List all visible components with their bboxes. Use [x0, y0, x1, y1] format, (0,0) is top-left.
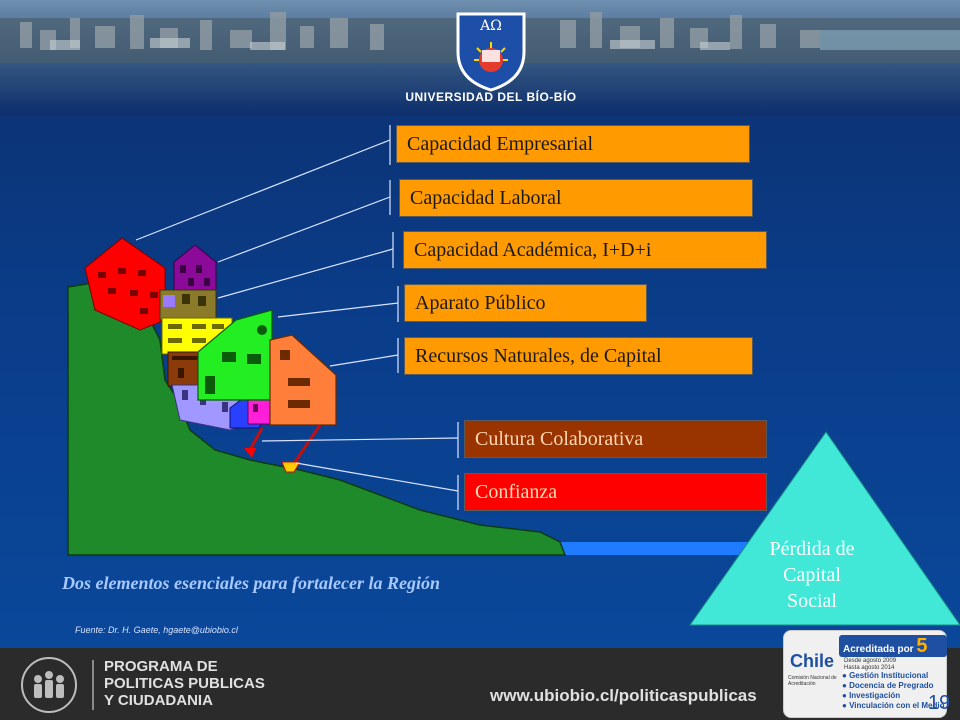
source-note: Fuente: Dr. H. Gaete, hgaete@ubiobio.cl	[75, 625, 238, 635]
accreditation-years-word: años	[843, 666, 867, 677]
prop-base-right	[281, 461, 301, 473]
program-logo	[21, 657, 77, 713]
prop-base-left	[244, 448, 256, 458]
program-website-link[interactable]: www.ubiobio.cl/politicaspublicas	[490, 686, 757, 705]
triangle-label: Pérdida de Capital Social	[762, 536, 862, 614]
program-title-line1: PROGRAMA DE	[104, 658, 218, 675]
page-number: 19	[928, 692, 951, 714]
program-title: PROGRAMA DE POLITICAS PUBLICAS Y CIUDADA…	[104, 658, 265, 709]
triangle-label-line1: Pérdida de	[769, 538, 855, 560]
accreditation-item: ● Investigación	[842, 691, 901, 700]
accreditation-badge: Acreditada por 5 años Desde agosto 2009 …	[783, 630, 947, 718]
cna-logo-subtitle: Comisión Nacional de Acreditación	[788, 675, 837, 687]
accreditation-item-label: Docencia de Pregrado	[849, 681, 934, 690]
accreditation-areas: ● Gestión Institucional ● Docencia de Pr…	[842, 671, 945, 711]
accreditation-item: ● Docencia de Pregrado	[842, 681, 934, 690]
accreditation-item: ● Gestión Institucional	[842, 671, 929, 680]
water-strip	[555, 542, 760, 555]
capacity-box-confianza: Confianza	[464, 473, 767, 511]
accreditation-years: 5	[916, 635, 928, 657]
connector-line-7	[295, 462, 459, 492]
connector-line-2	[217, 196, 391, 263]
accreditation-header-text: Acreditada por	[843, 644, 914, 655]
connector-line-3	[217, 248, 394, 299]
house-magenta	[247, 397, 271, 425]
accreditation-date-to: Hasta agosto 2014	[844, 665, 895, 671]
accreditation-dates: Desde agosto 2009 Hasta agosto 2014	[844, 658, 896, 672]
capacity-box-aparato-publico: Aparato Público	[404, 284, 647, 322]
cna-chile-logo: Chile	[790, 651, 834, 672]
connector-line-1	[135, 139, 391, 241]
triangle-label-line2: Capital	[783, 564, 841, 586]
accreditation-header: Acreditada por 5 años	[839, 635, 947, 677]
accreditation-item-label: Vinculación con el Medio	[849, 701, 945, 710]
connector-line-5	[329, 354, 399, 367]
triangle-label-line3: Social	[787, 590, 837, 612]
cna-logo-text: Chile	[790, 651, 835, 671]
connector-line-6	[261, 437, 459, 442]
accreditation-date-from: Desde agosto 2009	[844, 658, 897, 664]
capacity-box-recursos-naturales: Recursos Naturales, de Capital	[404, 337, 753, 375]
program-title-line3: Y CIUDADANIA	[104, 692, 213, 709]
accreditation-item-label: Investigación	[849, 691, 901, 700]
capacity-box-empresarial: Capacidad Empresarial	[396, 125, 750, 163]
connector-line-4	[277, 302, 399, 318]
social-capital-triangle	[689, 431, 960, 626]
university-name: UNIVERSIDAD DEL BÍO-BÍO	[405, 90, 577, 104]
accreditation-item: ● Vinculación con el Medio	[842, 701, 945, 710]
capacity-box-cultura-colaborativa: Cultura Colaborativa	[464, 420, 767, 458]
slide-caption: Dos elementos esenciales para fortalecer…	[62, 573, 440, 593]
accreditation-item-label: Gestión Institucional	[849, 671, 929, 680]
svg-text:AΩ: AΩ	[479, 18, 502, 34]
university-crest-logo: AΩ	[456, 12, 526, 92]
green-hill	[67, 282, 567, 556]
program-title-line2: POLITICAS PUBLICAS	[104, 675, 265, 692]
capacity-box-academica: Capacidad Académica, I+D+i	[403, 231, 767, 269]
capacity-box-laboral: Capacidad Laboral	[399, 179, 753, 217]
footer-divider	[92, 660, 94, 710]
